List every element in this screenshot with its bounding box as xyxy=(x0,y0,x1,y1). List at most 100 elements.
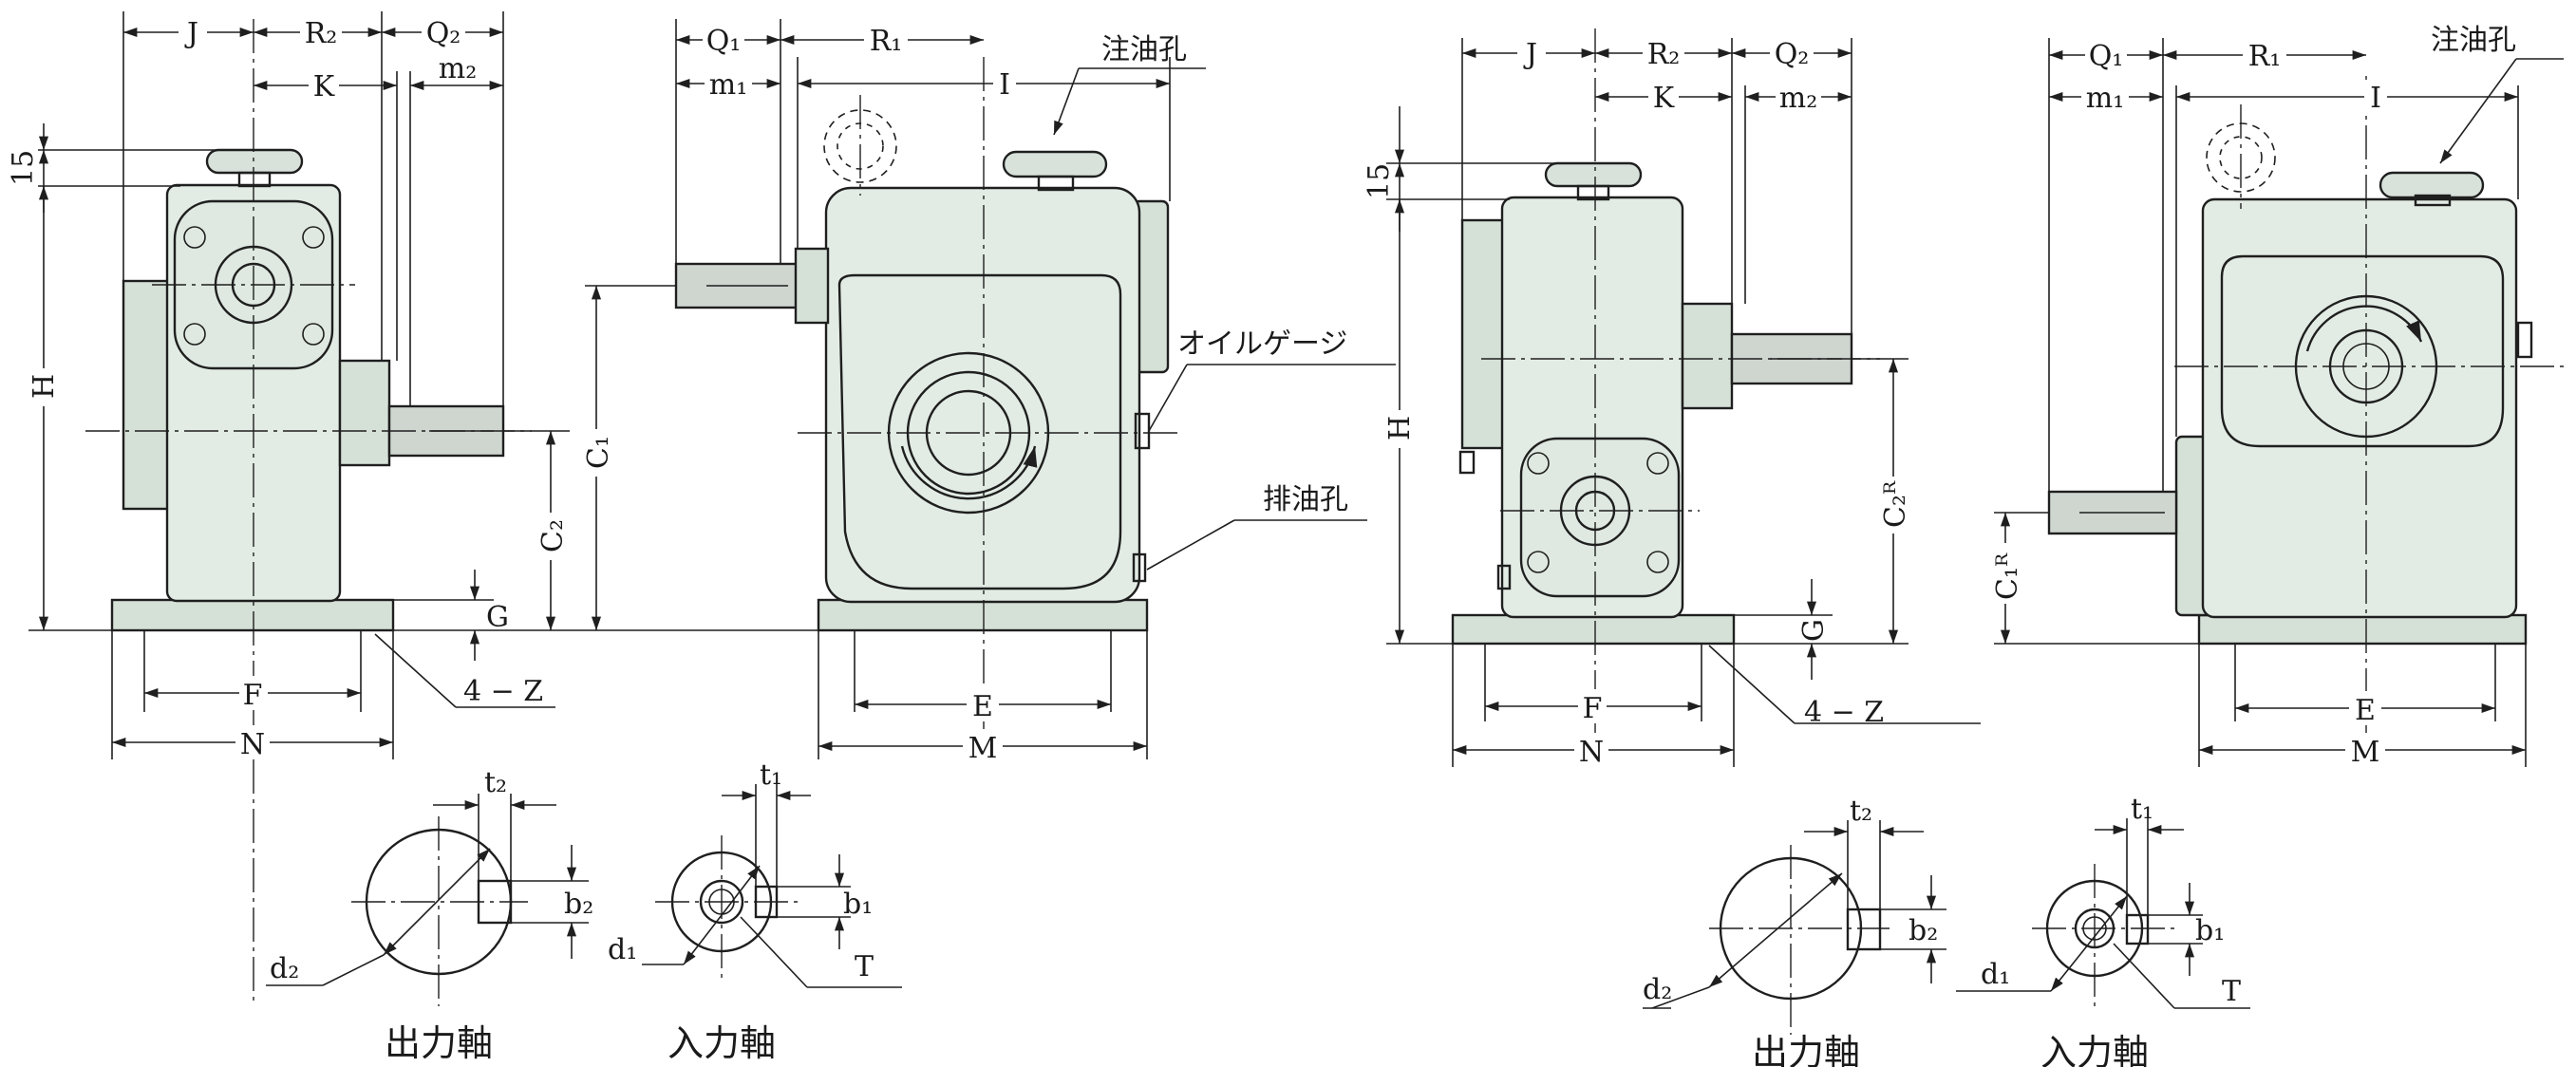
dim-label-d1-right: d₁ xyxy=(1981,958,2010,991)
output-shaft-detail-right: t₂ b₂ d₂ 出力軸 xyxy=(1643,795,1946,1067)
view-4-dimensions xyxy=(1994,38,2564,767)
oil-fill-plug xyxy=(2379,171,2485,199)
dim-label-d1: d₁ xyxy=(608,933,637,966)
output-boss xyxy=(1681,302,1734,410)
fan-outline xyxy=(823,109,897,183)
dim-label-M: M xyxy=(968,732,998,765)
view-4-front xyxy=(2047,76,2564,759)
rotation-arrow-icon xyxy=(2305,305,2423,352)
oil-drain xyxy=(1132,552,1147,583)
oil-gauge xyxy=(1458,450,1476,475)
bolt-icon xyxy=(1646,452,1669,475)
dim-label-J-right: J xyxy=(1523,38,1537,71)
bolt-icon xyxy=(302,323,325,346)
view-1-labels: J R₂ Q₂ K m₂ 15 H C₂ G F N 4 − Z xyxy=(7,15,570,761)
dim-label-d2: d₂ xyxy=(270,952,299,985)
dim-label-15-right: 15 xyxy=(1363,163,1396,199)
dim-label-G-right: G xyxy=(1797,619,1831,642)
view-2-labels: Q₁ R₁ m₁ I C₁ E M 注油孔 オイルゲージ 排油孔 xyxy=(579,23,1348,765)
gear-housing xyxy=(2201,197,2518,619)
dim-label-K: K xyxy=(313,70,335,103)
input-shaft-detail-right: t₁ b₁ d₁ T 入力軸 xyxy=(1956,793,2250,1067)
dim-label-K-right: K xyxy=(1653,82,1675,115)
dim-label-E-right: E xyxy=(2355,694,2376,727)
housing-face xyxy=(837,273,1122,590)
dim-label-R2: R₂ xyxy=(305,17,338,50)
oil-gauge xyxy=(2516,321,2533,359)
dim-label-4Z-right: 4 − Z xyxy=(1804,696,1884,729)
dim-label-T: T xyxy=(855,950,874,983)
caption-input-shaft-right: 入力軸 xyxy=(2040,1032,2149,1067)
gear-housing xyxy=(824,186,1141,604)
dim-label-15: 15 xyxy=(7,150,40,186)
view-1-dimensions xyxy=(28,11,570,759)
bolt-icon xyxy=(183,226,206,249)
base-plate xyxy=(110,598,395,632)
input-boss xyxy=(794,247,830,325)
oil-fill-plug xyxy=(1002,150,1108,178)
dim-label-Q2: Q₂ xyxy=(426,17,461,50)
dim-label-b1: b₁ xyxy=(843,888,873,921)
oil-fill-plug xyxy=(205,148,304,175)
view-2-front xyxy=(674,57,1177,759)
input-flange-cover xyxy=(1519,437,1681,598)
callout-oil-fill-right: 注油孔 xyxy=(2431,24,2516,57)
side-flange xyxy=(1460,218,1510,450)
view-3-side xyxy=(1451,28,1880,740)
dim-label-b2: b₂ xyxy=(564,888,593,921)
dim-label-T-right: T xyxy=(2222,975,2241,1008)
dim-label-H-right: H xyxy=(1383,416,1417,440)
caption-output-shaft: 出力軸 xyxy=(385,1022,493,1064)
dim-label-I: I xyxy=(999,68,1010,102)
dim-label-E: E xyxy=(972,690,993,723)
base-plate xyxy=(2197,613,2528,646)
bolt-icon xyxy=(1646,551,1669,573)
caption-input-shaft: 入力軸 xyxy=(668,1022,776,1064)
dim-label-m2: m₂ xyxy=(439,52,477,85)
view-1-side xyxy=(85,19,532,1006)
dim-label-t1-right: t₁ xyxy=(2131,793,2153,826)
bolt-icon xyxy=(183,323,206,346)
oil-drain xyxy=(1496,564,1512,590)
callout-oil-drain: 排油孔 xyxy=(1263,483,1348,516)
dim-label-t2-right: t₂ xyxy=(1850,795,1872,828)
callout-oil-fill: 注油孔 xyxy=(1101,33,1187,66)
side-flange xyxy=(122,279,173,511)
dim-label-C2: C₂ xyxy=(536,519,570,552)
view-2-dimensions xyxy=(570,19,1396,759)
bolt-icon xyxy=(1527,551,1550,573)
dim-label-m1-right: m₁ xyxy=(2086,82,2124,115)
dim-label-R2-right: R₂ xyxy=(1647,38,1681,71)
housing-face xyxy=(2220,254,2505,448)
output-boss xyxy=(338,359,391,467)
dim-label-F: F xyxy=(243,679,263,712)
dim-label-t1: t₁ xyxy=(760,758,782,792)
output-shaft-detail-left: t₂ b₂ d₂ 出力軸 xyxy=(266,766,593,1064)
callout-oil-gauge: オイルゲージ xyxy=(1177,328,1347,361)
oil-fill-plug xyxy=(1544,161,1643,188)
dim-label-M-right: M xyxy=(2351,736,2380,769)
dim-label-J: J xyxy=(184,17,198,50)
output-shaft-section xyxy=(365,828,513,976)
dim-label-C1R: C₁ᴿ xyxy=(1991,552,2024,600)
dim-label-F-right: F xyxy=(1583,692,1603,725)
dim-label-N: N xyxy=(240,728,265,761)
dim-label-Q1: Q₁ xyxy=(706,25,742,58)
dim-label-R1-right: R₁ xyxy=(2248,40,2282,73)
base-plate xyxy=(1451,613,1736,646)
dim-label-4Z: 4 − Z xyxy=(463,675,543,708)
bolt-icon xyxy=(1527,452,1550,475)
dim-label-N-right: N xyxy=(1579,736,1604,769)
dim-label-Q1-right: Q₁ xyxy=(2089,40,2124,73)
view-4-labels: Q₁ R₁ m₁ I C₁ᴿ E M 注油孔 xyxy=(1988,24,2516,769)
dim-label-d2-right: d₂ xyxy=(1643,973,1672,1006)
dim-label-C1: C₁ xyxy=(582,436,615,469)
keyway xyxy=(2125,913,2150,945)
dim-label-H: H xyxy=(28,374,61,399)
rotation-arrow-icon xyxy=(900,445,1038,500)
dim-label-Q2-right: Q₂ xyxy=(1775,38,1810,71)
dim-label-C2R: C₂ᴿ xyxy=(1879,480,1912,528)
dim-label-b2-right: b₂ xyxy=(1908,914,1938,947)
